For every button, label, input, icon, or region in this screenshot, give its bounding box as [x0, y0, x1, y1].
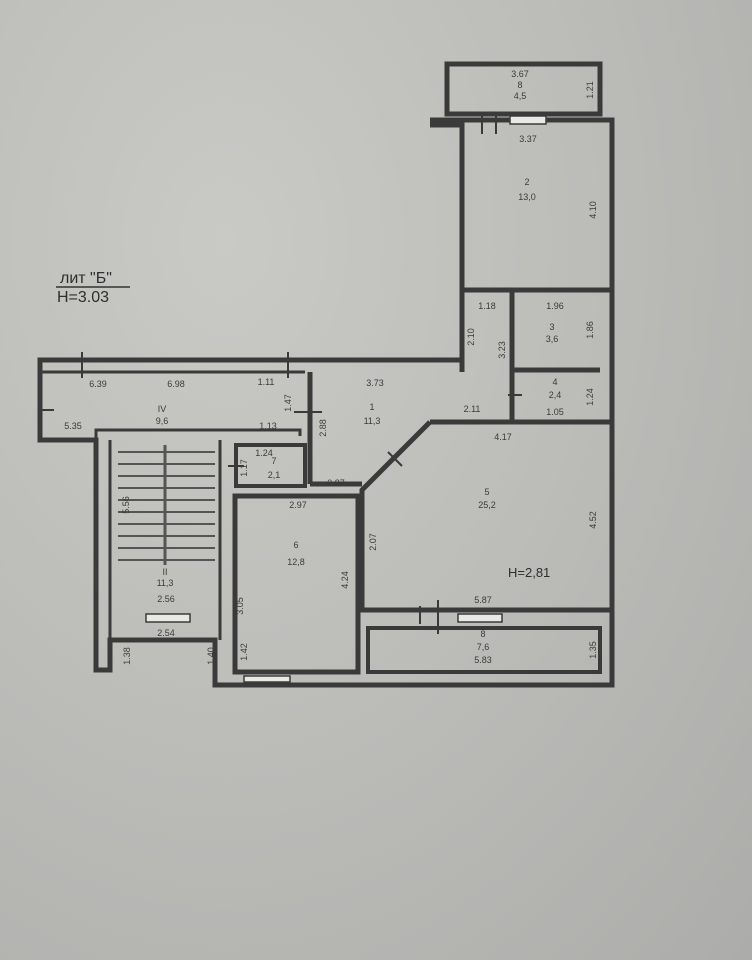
room-number: 5: [484, 487, 489, 497]
dim-label: 4.10: [588, 201, 598, 219]
dim-label: 2.11: [464, 404, 481, 414]
exterior-wall: [37, 117, 615, 688]
room-number: IV: [158, 404, 167, 414]
dim-label: 6.39: [89, 379, 107, 389]
window-balcony: [509, 115, 547, 125]
dimension-labels: 3.67 3.37 1.18 1.96 1.05 2.11 3.73 4.17 …: [64, 69, 564, 665]
room-number: II: [162, 567, 167, 577]
dim-label: 3.23: [497, 341, 507, 359]
room-number: 6: [293, 540, 298, 550]
window-room6: [243, 675, 291, 683]
dim-label: 1.24: [255, 448, 273, 458]
room-area: 13,0: [518, 192, 536, 202]
window-room5: [457, 613, 503, 623]
dim-label: 2.07: [368, 533, 378, 551]
dim-label: 4.24: [340, 571, 350, 589]
dim-label: 5.35: [64, 421, 82, 431]
dim-label: 1.47: [283, 394, 293, 412]
dim-label: 2.88: [318, 419, 328, 437]
stair-treads: [118, 445, 215, 565]
walls: [37, 61, 615, 688]
room-number: 8: [480, 629, 485, 639]
dim-label: 5.56: [121, 496, 131, 514]
dim-label: 1.17: [239, 459, 249, 477]
dim-label: 1.35: [588, 641, 598, 659]
wall-room6: [232, 493, 361, 675]
dim-label: 1.86: [585, 321, 595, 339]
room-area: 4,5: [514, 91, 527, 101]
dim-label: 3.73: [366, 378, 384, 388]
dimension-labels-vertical: 1.21 4.10 2.10 3.23 1.86 1.24 4.52 1.35 …: [121, 81, 598, 665]
dim-label: 1.42: [239, 643, 249, 661]
room-number: 8: [517, 80, 522, 90]
room-area: 11,3: [364, 416, 381, 426]
dim-label: 2.56: [157, 594, 175, 604]
dim-label: 6.98: [167, 379, 185, 389]
dim-label: 5.83: [474, 655, 492, 665]
balcony-top-outline: [444, 61, 603, 117]
dim-label: 3.05: [235, 597, 245, 615]
wall-room5-diagonal: [359, 420, 612, 613]
dim-label: 2.97: [289, 500, 307, 510]
dim-label: 1.21: [585, 81, 595, 99]
dim-label: 1.11: [258, 377, 275, 387]
room-number: 1: [369, 402, 374, 412]
room-number: 2: [524, 177, 529, 187]
liter-label: лит "Б": [60, 270, 112, 287]
dim-label: 1.96: [546, 301, 564, 311]
wall-room8-bottom: [366, 626, 602, 674]
room-area: 2,1: [268, 470, 281, 480]
dim-label: 4.52: [588, 511, 598, 529]
room-area: 11,3: [157, 578, 174, 588]
dim-label: 3.67: [511, 69, 529, 79]
dim-label: 2.10: [466, 328, 476, 346]
windows: [145, 115, 547, 683]
room-labels: 8 4,5 2 13,0 3 3,6 4 2,4 1 11,3 IV 9,6 7…: [156, 80, 562, 652]
dim-label: 3.37: [519, 134, 537, 144]
room-number: 4: [552, 377, 557, 387]
door-marks: [38, 112, 522, 634]
dim-label: 1.24: [585, 388, 595, 406]
dim-label: 1.18: [478, 301, 496, 311]
dim-label: 1.13: [259, 421, 277, 431]
dim-label: 1.38: [122, 647, 132, 665]
wall-corridor-bottom: [94, 428, 302, 440]
room-area: 7,6: [477, 642, 490, 652]
height-label: Н=3.03: [57, 289, 109, 306]
wall-room7: [234, 443, 307, 488]
dim-label: 1.40: [206, 647, 216, 665]
dim-label: 1.05: [546, 407, 564, 417]
room-area: 3,6: [546, 334, 559, 344]
room-area: 9,6: [156, 416, 169, 426]
room-area: 25,2: [478, 500, 496, 510]
dim-label: 2.54: [157, 628, 175, 638]
room-area: 12,8: [287, 557, 305, 567]
dim-label: 5.87: [474, 595, 492, 605]
room-area: 2,4: [549, 390, 562, 400]
room-number: 7: [271, 456, 276, 466]
dim-label: 0.87: [327, 478, 345, 488]
dim-label: 4.17: [494, 432, 512, 442]
window-stair: [145, 613, 191, 623]
room-number: 3: [549, 322, 554, 332]
height-note: Н=2,81: [508, 565, 550, 580]
